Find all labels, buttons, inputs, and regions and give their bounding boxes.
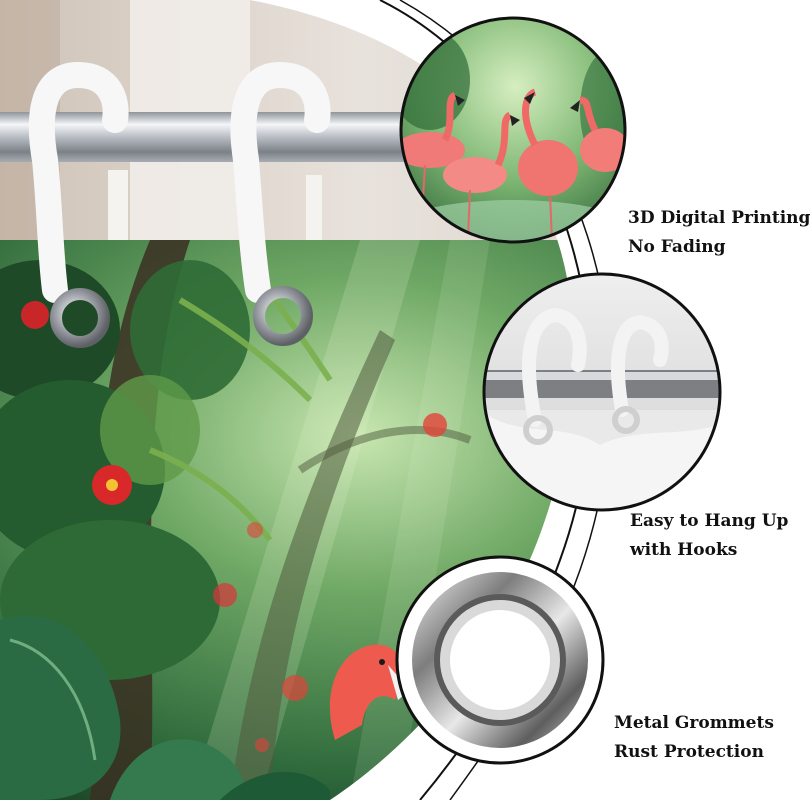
- feature-caption-printing: 3D Digital Printing No Fading: [628, 204, 810, 262]
- curtain-hook-left: [28, 62, 129, 348]
- flamingo-print-closeup: [399, 16, 627, 244]
- feature-grommets-line1: Metal Grommets: [614, 713, 774, 733]
- feature-grommets-line2: Rust Protection: [614, 742, 764, 762]
- feature-caption-hooks: Easy to Hang Up with Hooks: [630, 507, 788, 565]
- feature-hooks-line2: with Hooks: [630, 540, 738, 560]
- feature-hooks-line1: Easy to Hang Up: [630, 511, 789, 531]
- curtain-hook-right: [230, 62, 331, 346]
- feature-printing-line1: 3D Digital Printing: [628, 208, 810, 228]
- feature-caption-grommets: Metal Grommets Rust Protection: [614, 709, 774, 767]
- decorative-arc: [250, 0, 800, 800]
- feature-printing-line2: No Fading: [628, 237, 726, 257]
- metal-grommet-closeup: [395, 555, 605, 765]
- shower-rod: [0, 112, 440, 162]
